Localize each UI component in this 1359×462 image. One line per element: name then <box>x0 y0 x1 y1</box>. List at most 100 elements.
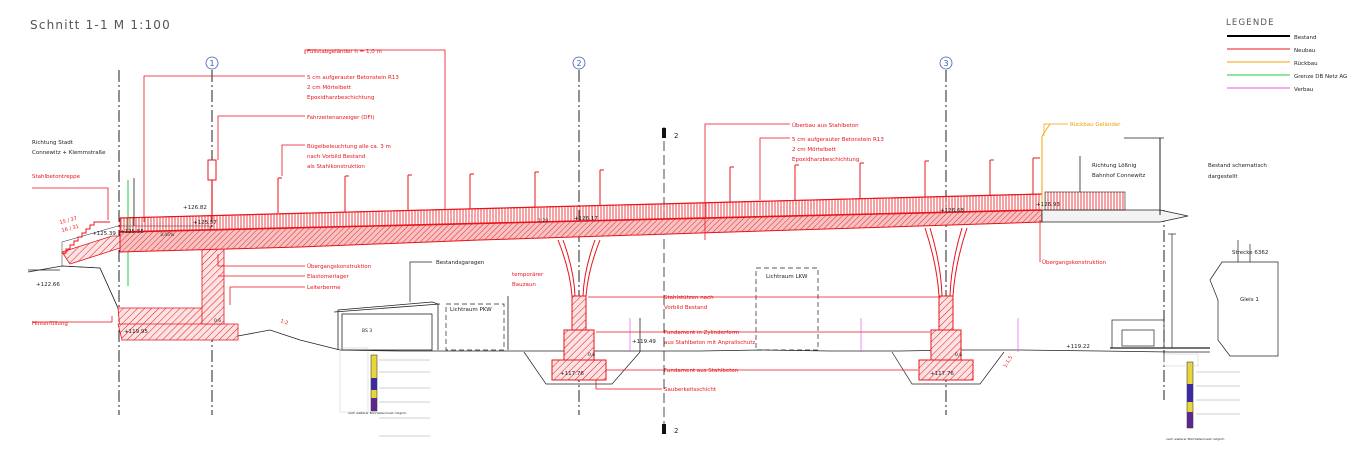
label-uebergang1: Übergangskonstruktion <box>307 263 372 270</box>
left-abutment <box>61 180 239 341</box>
garage <box>333 301 441 351</box>
elev-e2: +125.57 <box>193 220 217 226</box>
elev-grade-b: 1:29 <box>538 218 548 224</box>
legend: LEGENDE Bestand Neubau Rückbau Grenze DB… <box>1226 18 1347 93</box>
label-bs-note-right: nach weiterer Bohrtiefenmeist möglich <box>1166 437 1225 441</box>
label-stuetzen-b: Vorbild Bestand <box>664 305 707 311</box>
label-garagen: Bestandsgaragen <box>436 260 485 266</box>
elev-e1: +126.82 <box>183 205 207 211</box>
elev-e8: +122.66 <box>36 282 60 288</box>
label-bs-note-left: nach weiterer Bohrtiefenmeist möglich <box>348 411 407 415</box>
leader-lines-dark <box>409 123 1068 302</box>
axis-marker-3 <box>939 56 953 70</box>
label-fund-zyl-a: Fundament in Zylinderform <box>664 330 739 336</box>
label-deck1-c: Epoxidharzbeschichtung <box>307 95 374 101</box>
label-rueckbau: Rückbau Geländer <box>1070 122 1121 128</box>
axis-marker-2 <box>572 56 586 70</box>
label-hinterfuellung: Hinterfüllung <box>32 321 68 327</box>
temporary-fence <box>507 296 641 352</box>
label-deck2-a: 5 cm aufgerauter Betonstein R13 <box>792 137 884 143</box>
bore-log-left <box>339 347 430 437</box>
column-axis-3 <box>918 227 974 381</box>
elev-e5: +126.17 <box>574 216 598 222</box>
label-fund-zyl-b: aus Stahlbeton mit Anprallschutz <box>664 340 755 346</box>
column-axis-2 <box>551 239 607 381</box>
label-lichtraum-pkw: Lichtraum PKW <box>450 307 492 313</box>
leader-lines <box>32 49 1041 390</box>
elev-e10: +119.49 <box>632 339 656 345</box>
axis-marker-1 <box>205 56 219 70</box>
label-bestand-b: dargestellt <box>1208 174 1238 180</box>
label-sauberkeit: Sauberkeitsschicht <box>664 387 717 393</box>
label-superstructure: Überbau aus Stahlbeton <box>792 122 859 129</box>
legend-label-grenze: Grenze DB Netz AG <box>1294 74 1347 80</box>
dfi-display <box>207 159 217 220</box>
bridge-deck <box>119 193 1043 253</box>
stair-steps <box>62 221 110 254</box>
label-strecke: Strecke 6362 <box>1232 250 1268 256</box>
labels-dark: Richtung Stadt Connewitz + Klemmstraße R… <box>32 140 1268 441</box>
label-fund-sb: Fundament aus Stahlbeton <box>664 368 739 374</box>
label-deck2-c: Epoxidharzbeschichtung <box>792 157 859 163</box>
label-railing: Füllstabgeländer h = 1,0 m <box>307 49 382 55</box>
label-stahlbetontreppe: Stahlbetontreppe <box>32 174 81 180</box>
label-light-c: als Stahlkonstruktion <box>307 164 365 170</box>
section-mark-top: 2 <box>674 132 678 140</box>
label-richtung-loessnig-a: Richtung Lößnig <box>1092 163 1137 169</box>
label-deck1-b: 2 cm Mörtelbett <box>307 85 352 91</box>
label-stuetzen-a: Stahlstützen nach <box>664 295 714 301</box>
labels-red: Füllstabgeländer h = 1,0 m 5 cm aufgerau… <box>32 49 1121 393</box>
drawing-title: Schnitt 1-1 M 1:100 <box>30 18 171 32</box>
legend-label-rueckbau: Rückbau <box>1294 61 1318 67</box>
elev-e6: +126.68 <box>940 208 964 214</box>
elev-e3: +125.55 <box>120 229 144 235</box>
label-richtung-stadt-b: Connewitz + Klemmstraße <box>32 150 106 156</box>
elev-e11: +117.76 <box>560 371 584 377</box>
label-uebergang2: Übergangskonstruktion <box>1042 259 1107 266</box>
label-light-b: nach Vorbild Bestand <box>307 154 365 160</box>
section-mark: 2 2 <box>662 127 678 435</box>
elev-e12: +117.76 <box>930 371 954 377</box>
label-bs: BS 3 <box>362 328 372 334</box>
label-richtung-loessnig-b: Bahnhof Connewitz <box>1092 173 1145 179</box>
axis-label-1: 1 <box>209 59 214 68</box>
axis-label-2: 2 <box>576 59 581 68</box>
light-posts <box>277 157 1040 213</box>
label-lichtraum-lkw: Lichtraum LKW <box>766 274 808 280</box>
elev-slope-right: 1:1,5 <box>1003 355 1015 369</box>
label-richtung-stadt-a: Richtung Stadt <box>32 140 74 146</box>
label-light-a: Bügelbeleuchtung alle ca. 3 m <box>307 144 391 150</box>
label-gleis: Gleis 1 <box>1240 297 1259 303</box>
elev-e13: +119.22 <box>1066 344 1090 350</box>
elev-foot3: 0,6 <box>955 352 962 358</box>
elev-stair-b: 16 / 31 <box>61 224 80 234</box>
legend-label-neubau: Neubau <box>1294 48 1315 54</box>
legend-label-verbau: Verbau <box>1294 87 1313 93</box>
clearance-boxes <box>445 267 819 351</box>
label-bauzaun-b: Bauzaun <box>512 282 536 288</box>
label-dfi: Fahrzeitenanzeiger (DFI) <box>307 115 374 121</box>
elev-e7: +126.93 <box>1036 202 1060 208</box>
section-mark-bottom: 2 <box>674 427 678 435</box>
axis-markers: 1 2 3 <box>205 56 953 70</box>
axis-label-3: 3 <box>943 59 948 68</box>
excavation-pits <box>523 318 1019 385</box>
legend-label-bestand: Bestand <box>1294 35 1317 41</box>
elevation-tags: +126.82 +125.57 +125.55 +125.39 +126.17 … <box>36 202 1090 377</box>
legend-heading: LEGENDE <box>1226 18 1275 28</box>
bore-log-right <box>1163 353 1240 429</box>
label-deck2-b: 2 cm Mörtelbett <box>792 147 837 153</box>
label-bauzaun-a: temporärer <box>512 272 544 278</box>
elev-stair-a: 15 / 37 <box>59 216 78 226</box>
railway-area <box>1110 233 1279 357</box>
label-elastomer: Elastomerlager <box>307 274 350 280</box>
label-bestand-a: Bestand schematisch <box>1208 163 1267 169</box>
elev-e9: +119.95 <box>124 329 148 335</box>
elev-slope-left: 1:2 <box>279 318 289 326</box>
label-deck1-a: 5 cm aufgerauter Betonstein R13 <box>307 75 399 81</box>
elev-e4: +125.39 <box>92 231 116 237</box>
label-leiter: Leiterberme <box>307 285 341 291</box>
elev-grade-a: 3,45% <box>160 232 175 238</box>
elev-foot1: 0,6 <box>214 318 221 324</box>
